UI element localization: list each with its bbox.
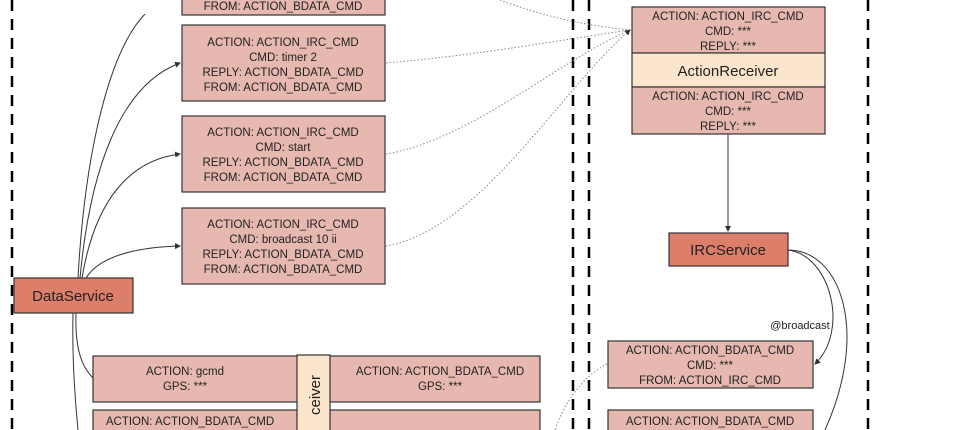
connector xyxy=(79,61,181,279)
message-line: REPLY: ACTION_BDATA_CMD xyxy=(202,249,363,261)
message-box-bdata: ACTION: ACTION_BDATA_CMD CMD: *** FROM: … xyxy=(607,340,814,389)
bottom-receiver-group: ceiver ACTION: gcmd GPS: *** ACTION: ACT… xyxy=(92,354,541,430)
message-line: ACTION: ACTION_IRC_CMD xyxy=(207,127,358,139)
message-line: ACTION: ACTION_BDATA_CMD xyxy=(626,416,794,428)
action-receiver-label: ActionReceiver xyxy=(678,63,779,80)
message-line: CMD: timer 2 xyxy=(249,52,317,64)
dotted-connector xyxy=(554,363,608,430)
dotted-connector xyxy=(385,29,631,64)
message-line: ACTION: gcmd xyxy=(146,366,224,378)
message-line: FROM: ACTION_BDATA_CMD xyxy=(204,82,363,94)
message-line: GPS: *** xyxy=(418,381,463,393)
data-service-node: DataService xyxy=(13,277,134,314)
connector xyxy=(75,312,94,379)
message-line: CMD: *** xyxy=(687,360,734,372)
dotted-connector xyxy=(499,0,631,31)
message-line: CMD: broadcast 10 ii xyxy=(229,234,336,246)
message-line: CMD: *** xyxy=(705,106,752,118)
message-line: REPLY: *** xyxy=(700,41,757,53)
message-box-timer: ACTION: ACTION_IRC_CMD CMD: timer 2 REPL… xyxy=(181,24,386,102)
message-box-start: ACTION: ACTION_IRC_CMD CMD: start REPLY:… xyxy=(181,115,386,193)
broadcast-label: @broadcast xyxy=(770,320,829,332)
message-line: CMD: *** xyxy=(705,26,752,38)
message-line: ACTION: ACTION_IRC_CMD xyxy=(652,11,803,23)
message-line: FROM: ACTION_BDATA_CMD xyxy=(204,172,363,184)
message-line: GPS: *** xyxy=(163,381,208,393)
broadcast-connector xyxy=(787,249,834,365)
irc-service-node: IRCService xyxy=(668,232,789,267)
message-line: ACTION: ACTION_BDATA_CMD xyxy=(106,416,274,428)
message-line: REPLY: ACTION_BDATA_CMD xyxy=(202,67,363,79)
connector xyxy=(77,13,146,279)
message-line: FROM: ACTION_BDATA_CMD xyxy=(204,1,363,13)
data-service-label: DataService xyxy=(32,288,114,305)
message-box-partial: ACTION: ACTION_BDATA_CMD xyxy=(607,409,814,430)
message-line: ACTION: ACTION_BDATA_CMD xyxy=(626,345,794,357)
action-receiver-node: ACTION: ACTION_IRC_CMD CMD: *** REPLY: *… xyxy=(631,6,826,135)
connector xyxy=(72,312,79,430)
message-line: REPLY: *** xyxy=(700,121,757,133)
message-line: CMD: start xyxy=(256,142,312,154)
message-line: FROM: ACTION_IRC_CMD xyxy=(639,375,781,387)
connector xyxy=(787,249,848,430)
message-line: ACTION: ACTION_IRC_CMD xyxy=(207,219,358,231)
connector xyxy=(85,243,181,279)
receiver-label: ceiver xyxy=(307,375,324,415)
message-line: ACTION: ACTION_BDATA_CMD xyxy=(356,366,524,378)
message-box-partial: FROM: ACTION_BDATA_CMD xyxy=(181,0,386,16)
message-line: ACTION: ACTION_IRC_CMD xyxy=(652,91,803,103)
connector xyxy=(81,151,181,279)
message-line: FROM: ACTION_BDATA_CMD xyxy=(204,264,363,276)
message-box-broadcast: ACTION: ACTION_IRC_CMD CMD: broadcast 10… xyxy=(181,207,386,285)
irc-service-label: IRCService xyxy=(690,242,766,259)
message-line: ACTION: ACTION_IRC_CMD xyxy=(207,37,358,49)
dotted-connector xyxy=(385,29,631,247)
message-line: REPLY: ACTION_BDATA_CMD xyxy=(202,157,363,169)
